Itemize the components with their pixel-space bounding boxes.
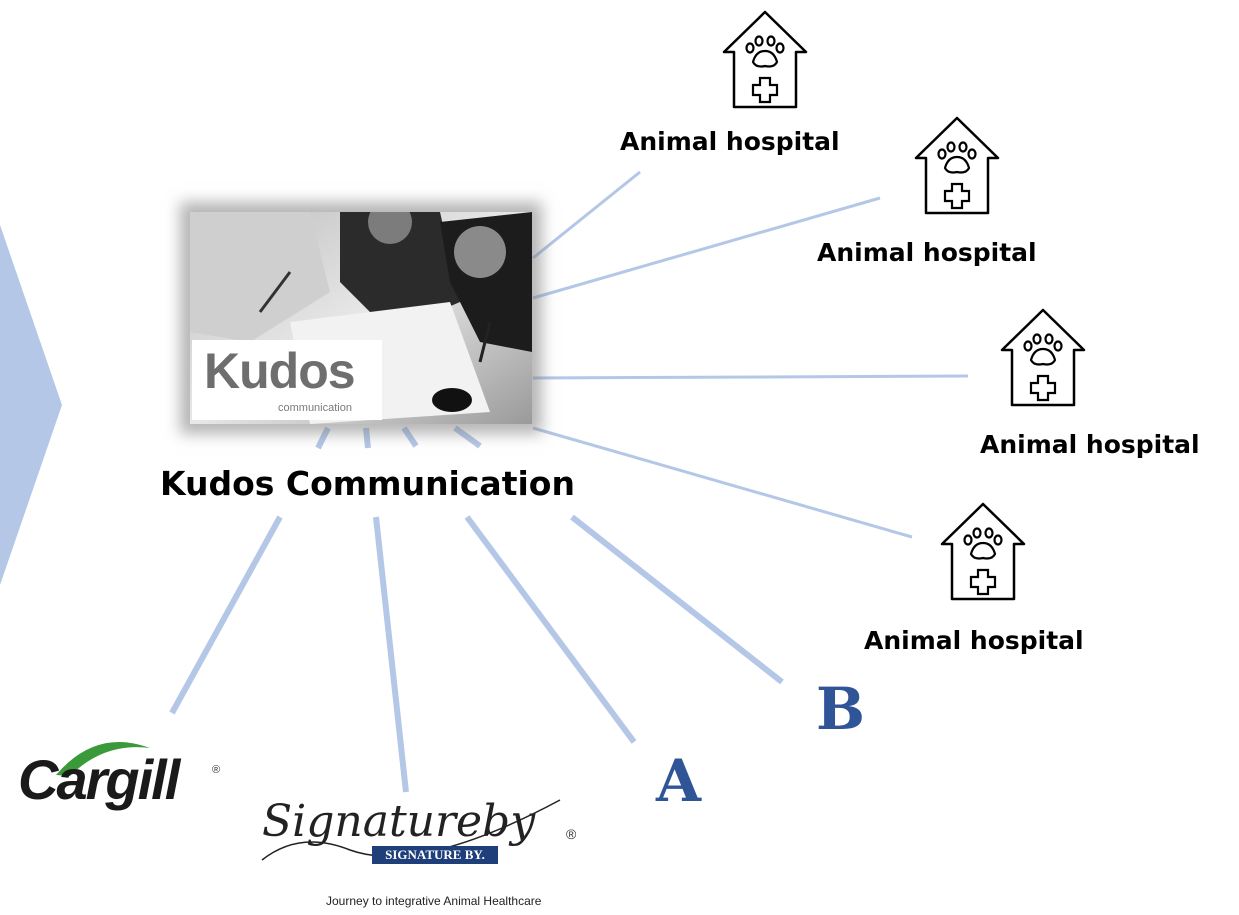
center-label: Kudos Communication [160, 464, 575, 503]
animal-hospital-icon [1000, 308, 1086, 407]
connector-hospital-2 [532, 196, 881, 300]
signature-tagline: Journey to integrative Animal Healthcare [326, 894, 542, 908]
animal-hospital-icon [940, 502, 1026, 601]
connector-signature-upper [363, 427, 371, 449]
connector-hospital-3 [532, 374, 969, 380]
kudos-logo-subtext: communication [278, 402, 352, 414]
chevron-arrow-shape [0, 225, 62, 585]
hospital-label-3: Animal hospital [980, 430, 1200, 459]
kudos-logo-text: Kudos [204, 343, 356, 399]
connector-b [570, 514, 784, 685]
kudos-logo: Kudos communication [192, 340, 382, 420]
connector-signature [373, 516, 409, 793]
connector-cargill-upper [315, 426, 331, 450]
cargill-leaf-icon [56, 742, 150, 776]
connector-a [464, 515, 637, 744]
signature-script-text: Signatureby [262, 796, 536, 847]
connector-hospital-4 [532, 426, 913, 539]
signature-registered-mark: ® [566, 826, 577, 842]
partner-a-label: A [656, 747, 702, 815]
hospital-label-1: Animal hospital [620, 127, 840, 156]
connector-b-upper [453, 425, 482, 449]
hospital-label-2: Animal hospital [817, 238, 1037, 267]
connector-a-upper [401, 426, 419, 448]
connector-hospital-1 [532, 170, 641, 260]
animal-hospital-icon [914, 116, 1000, 215]
cargill-logo: Cargill [18, 748, 180, 811]
cargill-registered-mark: ® [212, 764, 221, 776]
hospital-label-4: Animal hospital [864, 626, 1084, 655]
signature-swoosh-icon [261, 799, 561, 861]
partner-b-label: B [816, 675, 866, 743]
connector-cargill [169, 515, 283, 715]
signature-by-badge: SIGNATURE BY. [372, 846, 498, 864]
animal-hospital-icon [722, 10, 808, 109]
